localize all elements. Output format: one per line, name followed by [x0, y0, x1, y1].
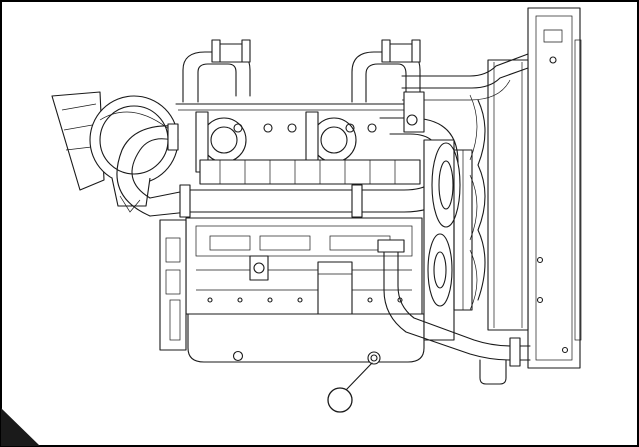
air-cleaner [51, 91, 179, 213]
air-pipes-top [182, 39, 529, 103]
corner-tab [1, 408, 40, 446]
front-drive [403, 91, 473, 341]
callout-balloon [327, 387, 353, 413]
callout [327, 362, 373, 413]
turbochargers [175, 103, 421, 185]
radiator [469, 7, 582, 369]
engine-block [159, 217, 423, 351]
oil-pan [187, 313, 425, 365]
lower-hose [377, 239, 531, 385]
